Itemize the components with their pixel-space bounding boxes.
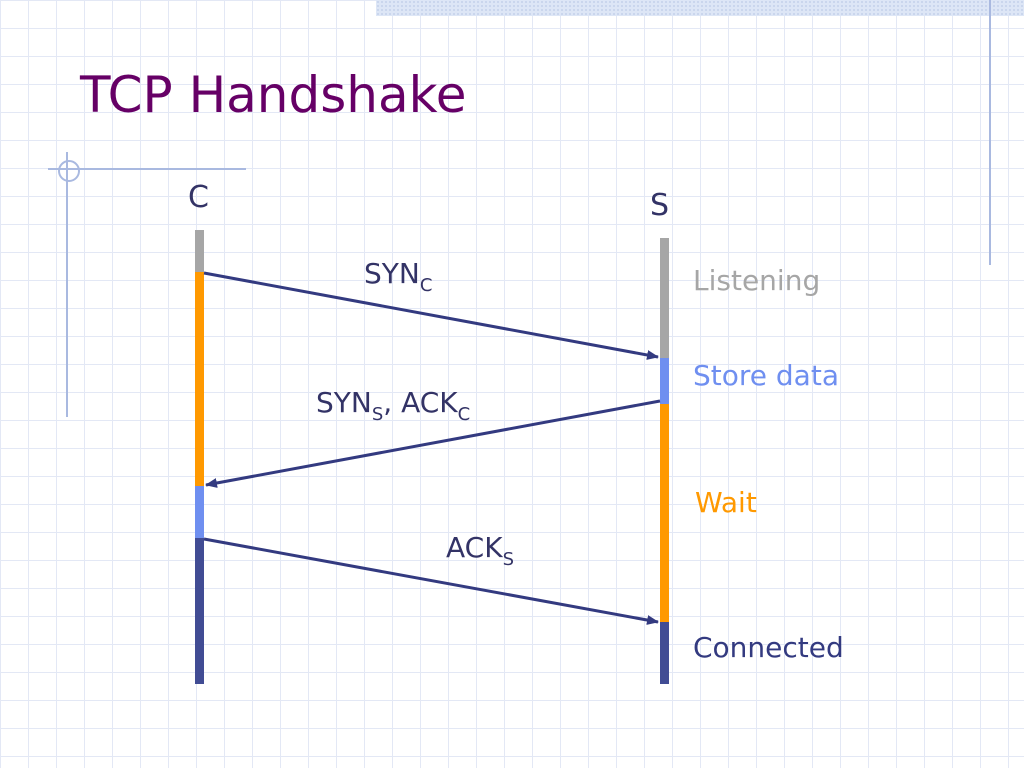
- client-idle-segment: [195, 230, 204, 272]
- server-store-segment: [660, 358, 669, 404]
- syn-s-ack-c-label: SYNS, ACKC: [316, 386, 470, 425]
- syn-c-main: SYN: [364, 257, 420, 290]
- server-idle-segment: [660, 238, 669, 358]
- ack-s-label: ACKS: [446, 531, 514, 570]
- ring-ornament: [58, 160, 80, 182]
- syn-c-sub: C: [419, 275, 433, 296]
- header-band: [376, 0, 1024, 16]
- syn-s-sub: S: [371, 404, 384, 425]
- syn-s-ack-c-arrow: [205, 399, 661, 488]
- slide-title: TCP Handshake: [80, 66, 467, 124]
- ack-s-sub: S: [502, 549, 515, 570]
- state-store-data: Store data: [693, 359, 839, 392]
- server-label: S: [650, 188, 670, 223]
- client-wait-segment: [195, 272, 204, 486]
- ack-c-sub: C: [457, 404, 471, 425]
- client-store-segment: [195, 486, 204, 538]
- syn-s-main: SYN: [316, 386, 372, 419]
- left-rule: [66, 152, 68, 417]
- right-rule: [989, 0, 991, 265]
- title-underline: [48, 168, 246, 170]
- state-listening: Listening: [693, 264, 821, 297]
- server-wait-segment: [660, 404, 669, 622]
- msg-separator: ,: [383, 386, 402, 419]
- server-connected-segment: [660, 622, 669, 684]
- syn-c-arrow: [203, 271, 659, 360]
- ack-s-main: ACK: [446, 531, 503, 564]
- ack-s-arrow: [203, 537, 659, 625]
- client-connected-segment: [195, 538, 204, 684]
- syn-c-label: SYNC: [364, 257, 432, 296]
- ack-c-main: ACK: [401, 386, 458, 419]
- state-wait: Wait: [695, 486, 757, 519]
- client-label: C: [188, 180, 209, 215]
- state-connected: Connected: [693, 631, 844, 664]
